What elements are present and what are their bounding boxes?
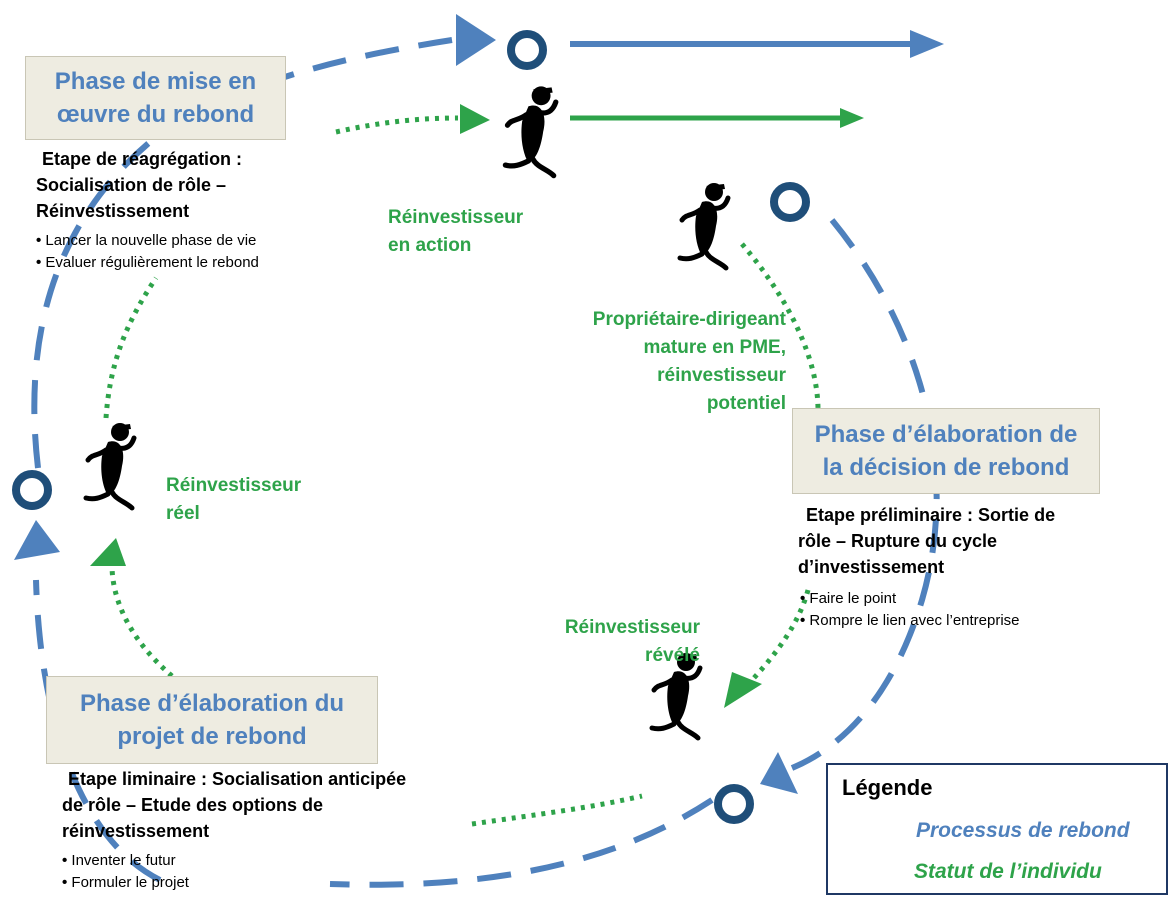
phase-mise-en-oeuvre-line1: Phase de mise en <box>54 68 257 95</box>
process-arc-right <box>790 218 940 771</box>
status-arc-bottom <box>471 793 643 827</box>
bullet-item: Formuler le projet <box>62 872 189 894</box>
step-reagregation-title: Etape de réagrégation : Socialisation de… <box>36 146 242 224</box>
step-liminaire-line3: réinvestissement <box>62 821 210 841</box>
phase-elaboration-decision: Phase d’élaboration de la décision de re… <box>792 408 1100 494</box>
process-arc-top-left <box>31 37 453 469</box>
stage-ring-top <box>507 30 547 70</box>
status-exit-arrowhead <box>840 108 864 128</box>
phase-mise-en-oeuvre-line2: œuvre du rebond <box>56 101 255 128</box>
bullet-item: Rompre le lien avec l’entreprise <box>800 610 1019 632</box>
status-potentiel-line1: Propriétaire-dirigeant <box>592 309 786 330</box>
legend-process-label: Processus de rebond <box>916 819 1130 842</box>
step-liminaire-title: Etape liminaire : Socialisation anticipé… <box>62 766 406 844</box>
status-potentiel-line2: mature en PME, <box>643 337 786 358</box>
status-arc-top <box>335 115 459 135</box>
process-exit-arrowhead <box>910 30 944 58</box>
step-preliminaire-line3: d’investissement <box>798 557 945 577</box>
status-en-action: Réinvestisseur en action <box>388 204 523 260</box>
status-revele-line1: Réinvestisseur <box>564 617 700 638</box>
step-liminaire-line1: Etape liminaire : Socialisation anticipé… <box>68 769 407 789</box>
status-en-action-line2: en action <box>388 235 472 256</box>
phase-mise-en-oeuvre: Phase de mise en œuvre du rebond <box>25 56 286 140</box>
stage-ring-right <box>770 182 810 222</box>
step-preliminaire-line1: Etape préliminaire : Sortie de <box>806 505 1056 525</box>
step-reagregation-line2: Socialisation de rôle – <box>36 175 227 195</box>
step-preliminaire-title: Etape préliminaire : Sortie de rôle – Ru… <box>798 502 1055 580</box>
step-reagregation-bullets: Lancer la nouvelle phase de vie Evaluer … <box>36 230 259 274</box>
status-potentiel: Propriétaire-dirigeant mature en PME, ré… <box>538 306 786 418</box>
process-arrowhead-top <box>456 14 496 66</box>
step-reagregation-line1: Etape de réagrégation : <box>42 149 243 169</box>
status-reel-line2: réel <box>166 503 200 524</box>
step-liminaire-line2: de rôle – Etude des options de <box>62 795 324 815</box>
stage-ring-left <box>12 470 52 510</box>
legend-status-label: Statut de l’individu <box>914 860 1102 883</box>
status-arc-left <box>109 564 174 678</box>
status-en-action-line1: Réinvestisseur <box>388 207 524 228</box>
bullet-item: Inventer le futur <box>62 850 189 872</box>
runner-icon-right <box>680 183 728 268</box>
status-arrowhead-right <box>724 672 762 708</box>
phase-elaboration-projet: Phase d’élaboration du projet de rebond <box>46 676 378 764</box>
process-arc-left <box>33 579 162 883</box>
process-arrowhead-right <box>760 752 798 794</box>
legend: Légende Processus de rebond Statut de l’… <box>826 763 1168 895</box>
status-revele: Réinvestisseur révélé <box>544 614 700 670</box>
runner-icon-top <box>505 86 555 175</box>
phase-elaboration-projet-line2: projet de rebond <box>117 723 307 750</box>
step-preliminaire-bullets: Faire le point Rompre le lien avec l’ent… <box>800 588 1020 632</box>
step-preliminaire-line2: rôle – Rupture du cycle <box>798 531 998 551</box>
stage-ring-bottom <box>714 784 754 824</box>
runner-icon-left <box>86 423 134 508</box>
status-arrowhead-top <box>460 104 490 134</box>
bullet-item: Faire le point <box>800 588 1020 610</box>
status-arc-right <box>740 242 821 411</box>
status-potentiel-line3: réinvestisseur <box>657 365 786 386</box>
status-revele-line2: révélé <box>645 645 700 666</box>
process-arc-bottom <box>329 797 714 888</box>
status-arc-left-upper <box>103 276 159 419</box>
bullet-item: Lancer la nouvelle phase de vie <box>36 230 259 252</box>
bullet-item: Evaluer régulièrement le rebond <box>36 252 258 274</box>
phase-elaboration-decision-line2: la décision de rebond <box>822 454 1070 481</box>
status-reel: Réinvestisseur réel <box>166 472 301 528</box>
status-arrowhead-left <box>90 538 126 566</box>
phase-elaboration-decision-line1: Phase d’élaboration de <box>814 421 1078 448</box>
phase-elaboration-projet-line1: Phase d’élaboration du <box>79 690 345 717</box>
legend-title: Légende <box>842 775 933 800</box>
status-reel-line1: Réinvestisseur <box>166 475 302 496</box>
step-liminaire-bullets: Inventer le futur Formuler le projet <box>62 850 189 894</box>
step-reagregation-line3: Réinvestissement <box>36 201 190 221</box>
status-potentiel-line4: potentiel <box>706 393 786 414</box>
process-arrowhead-left <box>14 520 60 560</box>
